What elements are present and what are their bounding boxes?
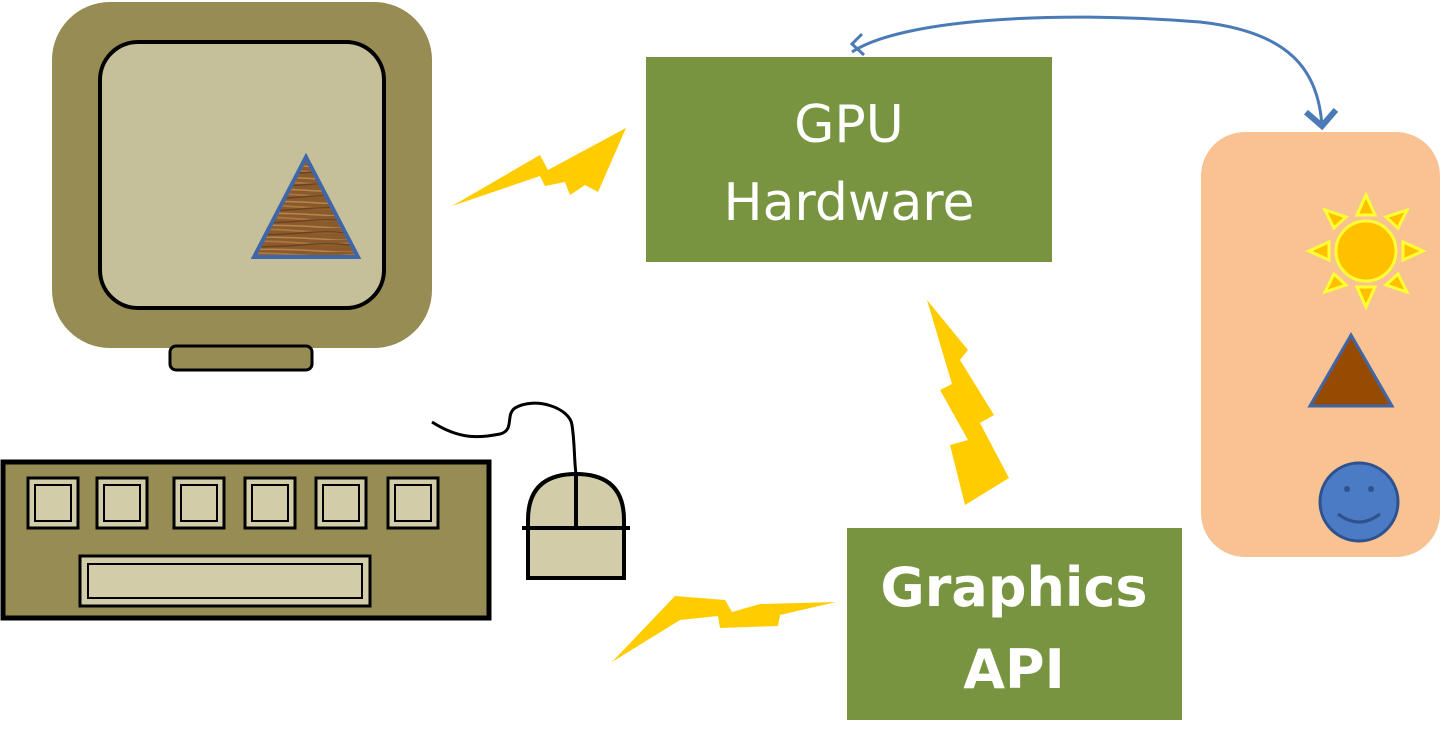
api-label-line2: API: [963, 638, 1064, 701]
api-label-line1: Graphics: [880, 556, 1147, 619]
key: [314, 476, 368, 530]
monitor-screen: [98, 40, 386, 310]
key: [386, 476, 440, 530]
gpu-label-line1: GPU: [794, 95, 904, 155]
api-box-background: [847, 528, 1182, 720]
graphics-api-box: Graphics API: [847, 528, 1182, 720]
mouse-cable: [431, 401, 578, 475]
arrow-start-head: [849, 32, 866, 57]
mouse-icon: [431, 401, 630, 580]
triangle-icon: [1307, 332, 1395, 408]
sun-icon: [1305, 191, 1427, 311]
key: [95, 476, 149, 530]
monitor-stand: [168, 344, 314, 372]
keyboard-keys: [26, 476, 440, 608]
lightning-bolt-icon: [927, 300, 1009, 505]
key: [26, 476, 80, 530]
lightning-bolt-icon: [452, 128, 626, 206]
scene-panel: [1201, 132, 1440, 557]
gpu-box-background: [646, 57, 1052, 262]
key: [172, 476, 226, 530]
smiley-icon: [1318, 461, 1400, 543]
gpu-label-line2: Hardware: [723, 173, 974, 233]
key: [243, 476, 297, 530]
lightning-bolt-icon: [612, 596, 836, 662]
monitor-icon: [52, 2, 432, 372]
wood-triangle-icon: [250, 152, 362, 259]
curved-arrow: [851, 15, 1339, 131]
keyboard-icon: [0, 459, 492, 621]
gpu-hardware-box: GPU Hardware: [646, 57, 1052, 262]
